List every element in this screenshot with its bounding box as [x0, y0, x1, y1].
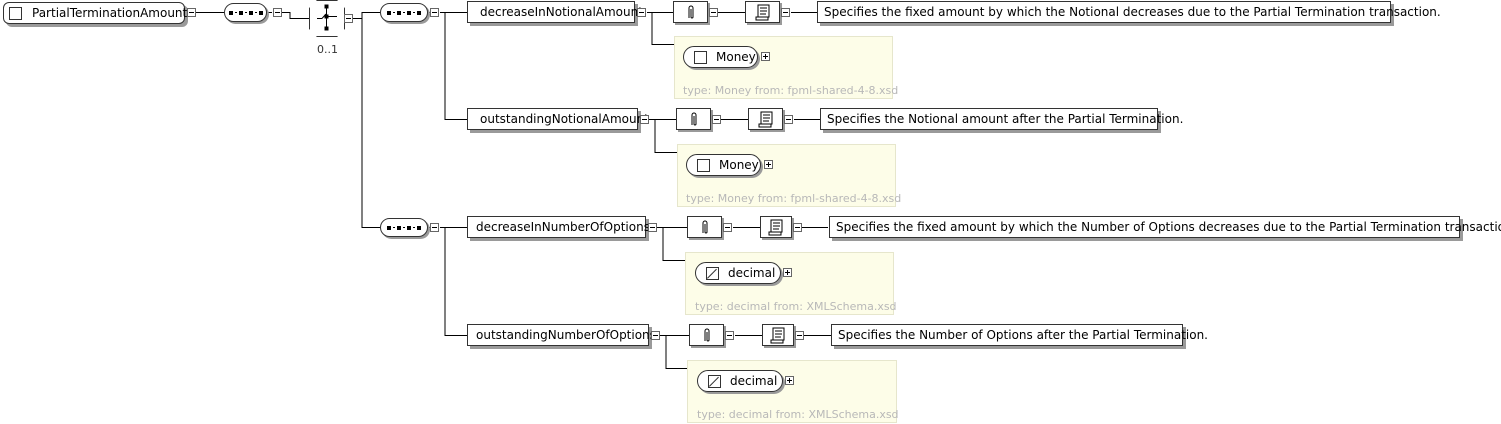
- scroll-icon: [758, 111, 772, 128]
- sequence-compositor-notional[interactable]: [380, 3, 428, 22]
- paperclip-icon: [691, 112, 696, 126]
- expand-toggle[interactable]: [761, 52, 770, 61]
- collapse-toggle[interactable]: [723, 223, 732, 232]
- documentation-text: Specifies the Notional amount after the …: [820, 108, 1183, 130]
- documentation-label: Specifies the Number of Options after th…: [838, 328, 1208, 342]
- documentation-label: Specifies the Notional amount after the …: [827, 112, 1184, 126]
- collapse-toggle[interactable]: [781, 8, 790, 17]
- scroll-icon: [755, 4, 769, 21]
- attachment-box[interactable]: [689, 324, 724, 346]
- simple-type-icon: [706, 266, 719, 280]
- type-label: decimal: [730, 374, 778, 388]
- paperclip-icon: [688, 5, 693, 19]
- collapse-toggle[interactable]: [795, 331, 804, 340]
- collapse-toggle[interactable]: [651, 331, 660, 340]
- scroll-icon: [768, 219, 783, 236]
- element-name: decreaseInNumberOfOptions: [476, 220, 650, 234]
- element-name: decreaseInNotionalAmount: [480, 5, 643, 19]
- element-outstanding-number-of-options[interactable]: outstandingNumberOfOptions: [467, 324, 656, 346]
- complex-type-icon: [697, 158, 710, 172]
- collapse-toggle[interactable]: [793, 223, 802, 232]
- element-decrease-in-number-of-options[interactable]: decreaseInNumberOfOptions: [467, 216, 650, 238]
- attachment-box[interactable]: [687, 216, 722, 238]
- annotation-box[interactable]: [745, 1, 780, 23]
- sequence-compositor[interactable]: [224, 3, 267, 22]
- type-pill-money[interactable]: Money: [686, 154, 761, 176]
- collapse-toggle[interactable]: [648, 223, 657, 232]
- element-name: outstandingNumberOfOptions: [476, 328, 656, 342]
- type-hint: type: decimal from: XMLSchema.xsd: [695, 300, 897, 313]
- type-hint: type: Money from: fpml-shared-4-8.xsd: [683, 84, 899, 97]
- expand-toggle[interactable]: [783, 268, 792, 277]
- choice-icon: [317, 4, 337, 31]
- type-pill-money[interactable]: Money: [683, 46, 758, 68]
- documentation-text: Specifies the fixed amount by which the …: [817, 1, 1441, 23]
- collapse-toggle[interactable]: [709, 8, 718, 17]
- type-pill-decimal[interactable]: decimal: [695, 262, 781, 284]
- type-label: Money: [719, 158, 759, 172]
- complex-type-icon: [694, 50, 707, 64]
- attachment-box[interactable]: [676, 108, 711, 130]
- collapse-toggle[interactable]: [344, 14, 353, 23]
- type-pill-decimal[interactable]: decimal: [697, 370, 783, 392]
- documentation-text: Specifies the fixed amount by which the …: [829, 216, 1501, 238]
- annotation-box[interactable]: [762, 324, 794, 346]
- documentation-label: Specifies the fixed amount by which the …: [836, 220, 1501, 234]
- type-hint: type: decimal from: XMLSchema.xsd: [697, 408, 899, 421]
- scroll-icon: [770, 327, 785, 344]
- collapse-toggle[interactable]: [712, 115, 721, 124]
- collapse-toggle[interactable]: [187, 8, 196, 17]
- collapse-toggle[interactable]: [273, 8, 282, 17]
- documentation-text: Specifies the Number of Options after th…: [831, 324, 1208, 346]
- paperclip-icon: [704, 328, 709, 342]
- expand-toggle[interactable]: [764, 160, 773, 169]
- collapse-toggle[interactable]: [640, 115, 649, 124]
- expand-toggle[interactable]: [785, 376, 794, 385]
- element-icon: [9, 6, 22, 20]
- root-element-label: PartialTerminationAmount: [32, 6, 188, 20]
- annotation-box[interactable]: [760, 216, 792, 238]
- sequence-icon: [228, 10, 263, 15]
- type-label: decimal: [728, 266, 776, 280]
- root-element-box[interactable]: PartialTerminationAmount: [3, 2, 188, 24]
- collapse-toggle[interactable]: [430, 223, 439, 232]
- collapse-toggle[interactable]: [725, 331, 734, 340]
- element-outstanding-notional-amount[interactable]: outstandingNotionalAmount: [467, 108, 649, 130]
- simple-type-icon: [708, 374, 721, 388]
- sequence-icon: [387, 225, 421, 230]
- element-decrease-in-notional-amount[interactable]: decreaseInNotionalAmount: [467, 1, 643, 23]
- annotation-box[interactable]: [748, 108, 783, 130]
- documentation-label: Specifies the fixed amount by which the …: [824, 5, 1441, 19]
- collapse-toggle[interactable]: [637, 8, 646, 17]
- sequence-icon: [387, 10, 421, 15]
- choice-occurrence: 0..1: [317, 43, 338, 56]
- collapse-toggle[interactable]: [430, 8, 439, 17]
- collapse-toggle[interactable]: [784, 115, 793, 124]
- paperclip-icon: [702, 220, 707, 234]
- type-label: Money: [716, 50, 756, 64]
- attachment-box[interactable]: [673, 1, 708, 23]
- sequence-compositor-options[interactable]: [380, 218, 428, 237]
- type-hint: type: Money from: fpml-shared-4-8.xsd: [686, 192, 902, 205]
- element-name: outstandingNotionalAmount: [480, 112, 649, 126]
